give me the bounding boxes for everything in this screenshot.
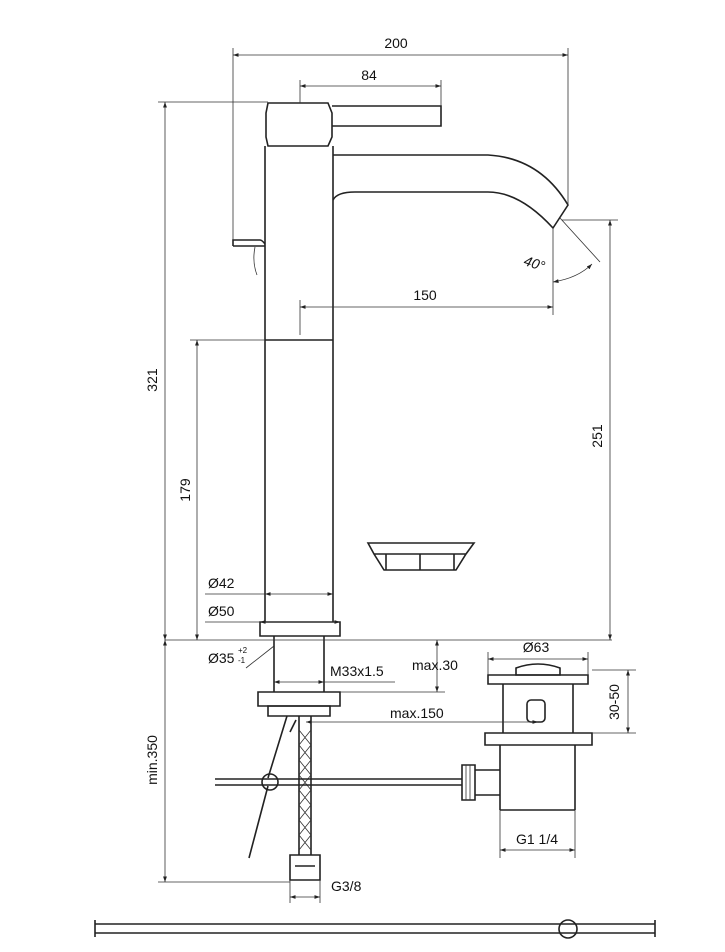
waste-flange — [484, 732, 593, 746]
lever — [332, 105, 442, 127]
fixing-nut — [267, 705, 331, 717]
rear-pull — [232, 239, 266, 247]
label-waste-height: 30-50 — [606, 684, 622, 720]
dimension-labels: 200 84 321 179 150 251 40° Ø42 Ø50 Ø35 +… — [144, 35, 622, 894]
floor-marker — [558, 919, 578, 939]
label-dia-base: Ø50 — [208, 603, 235, 619]
handle-cap — [265, 102, 333, 147]
label-dia-hole-tol-plus: +2 — [238, 646, 248, 655]
waste-rod-connector — [461, 764, 500, 801]
aerator-insert — [366, 542, 476, 571]
tap-drawing — [232, 102, 569, 637]
label-width-total: 200 — [384, 35, 408, 51]
waste-plug — [487, 674, 589, 685]
waste-body-lower — [499, 745, 576, 811]
label-waste-dia: Ø63 — [523, 639, 550, 655]
label-spout-angle: 40° — [522, 252, 547, 274]
fixing-washer — [257, 691, 341, 707]
popup-rod — [215, 778, 462, 786]
popup-rod-link — [248, 715, 288, 859]
under-deck-fixings — [215, 636, 462, 881]
label-spout-clearance: 251 — [589, 424, 605, 448]
hose-nut — [289, 854, 321, 881]
dimension-lines — [158, 48, 636, 903]
tap-base — [259, 621, 341, 637]
label-hose-length: min.350 — [144, 735, 160, 785]
label-rod-length: max.150 — [390, 705, 444, 721]
label-height-body: 179 — [177, 478, 193, 502]
label-deck-thickness: max.30 — [412, 657, 458, 673]
waste-slot — [526, 699, 546, 723]
label-dia-hole-tol-minus: -1 — [238, 656, 246, 665]
shank — [273, 636, 325, 692]
tap-body-lower — [264, 339, 334, 622]
spout — [332, 154, 569, 230]
label-lever-length: 84 — [361, 67, 377, 83]
rod-clamp — [261, 773, 279, 791]
label-height-total: 321 — [144, 368, 160, 392]
label-dia-body: Ø42 — [208, 575, 235, 591]
label-spout-reach: 150 — [413, 287, 437, 303]
tap-body-upper — [264, 146, 334, 340]
popup-waste — [461, 663, 593, 811]
label-waste-thread: G1 1/4 — [516, 831, 558, 847]
label-dia-hole: Ø35 — [208, 650, 235, 666]
label-hose-thread: G3/8 — [331, 878, 362, 894]
floor-line — [94, 920, 656, 937]
waste-body-upper — [502, 684, 574, 733]
label-thread: M33x1.5 — [330, 663, 384, 679]
